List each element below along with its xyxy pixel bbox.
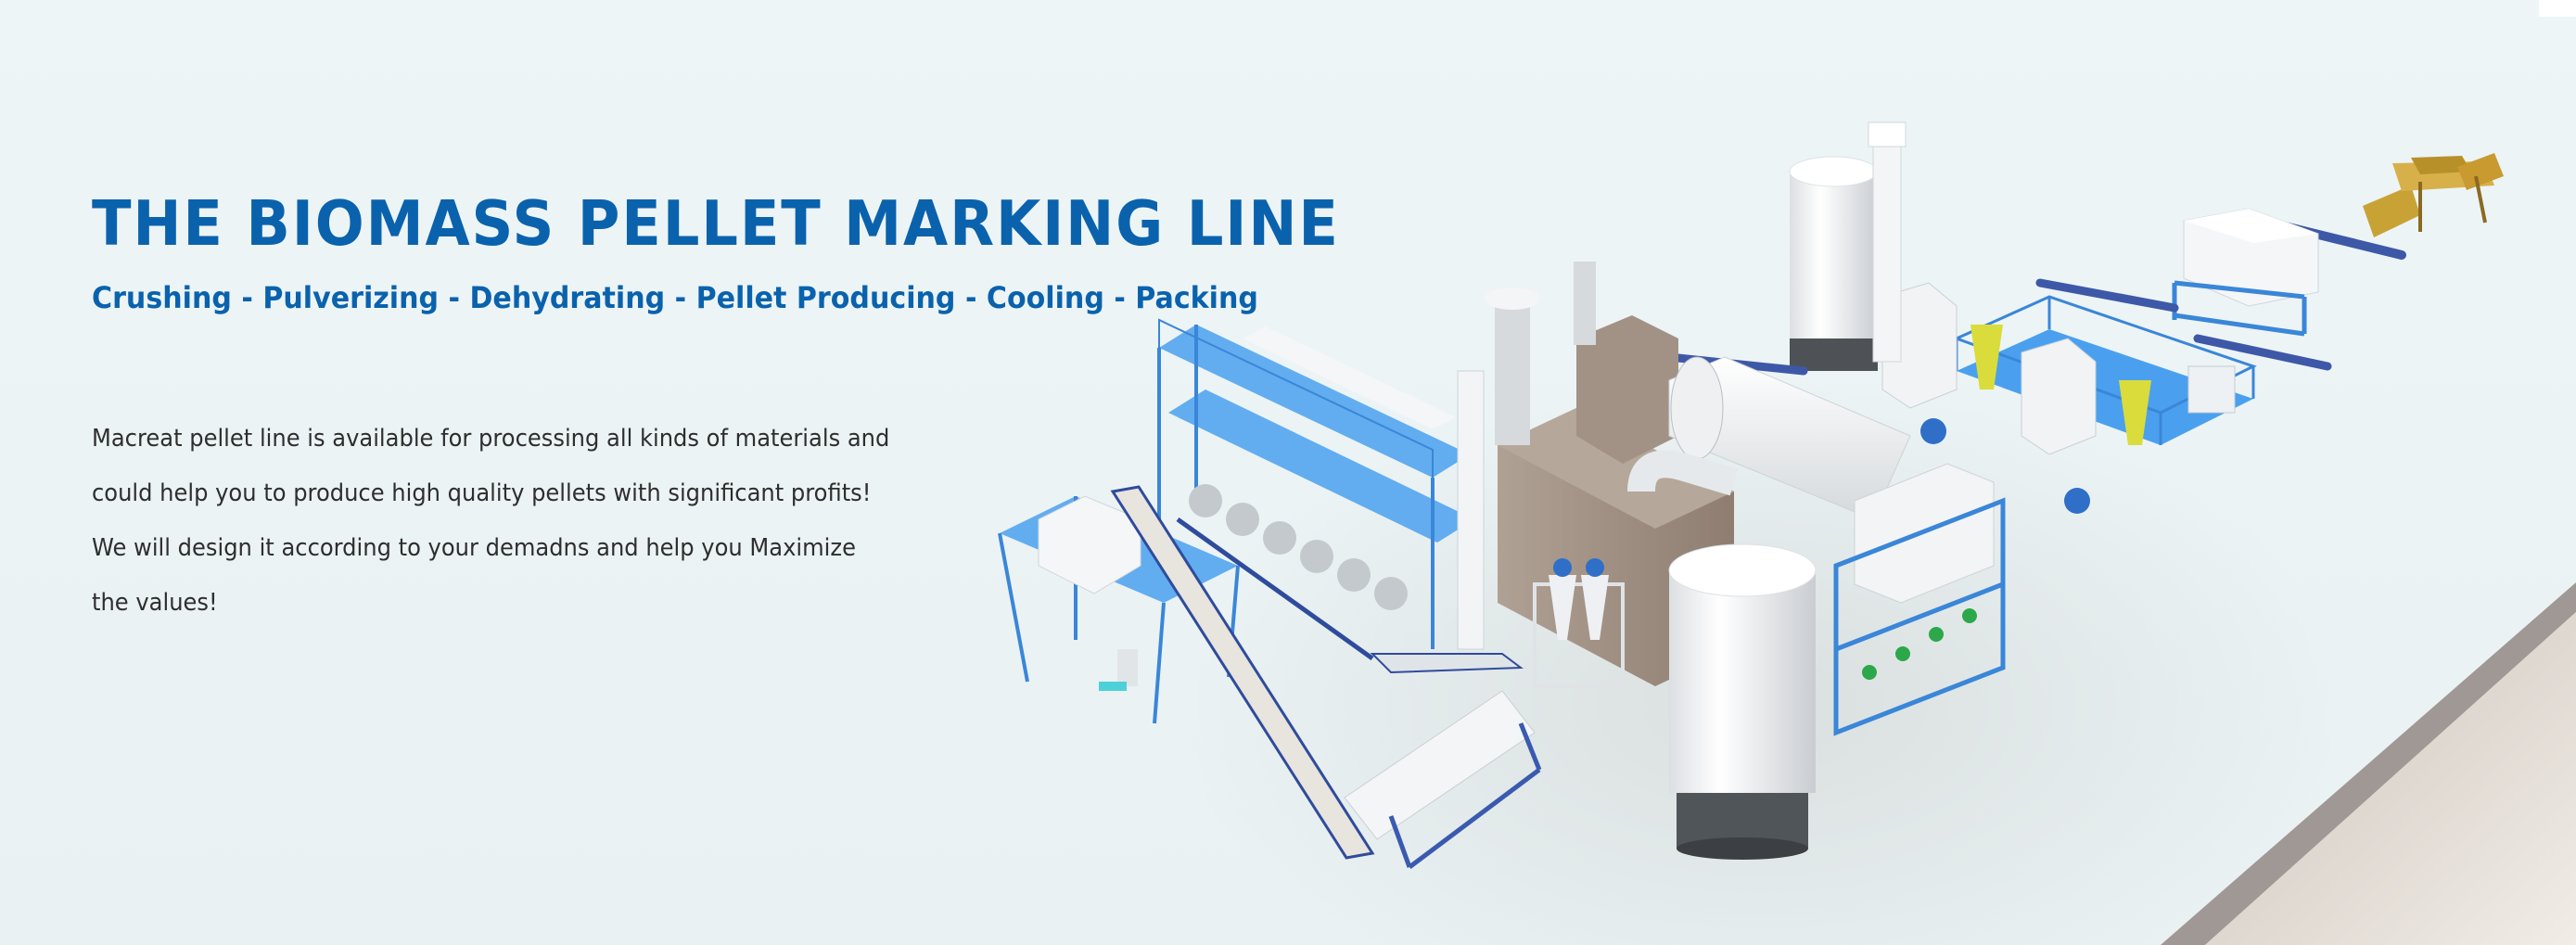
bin-conveyor-lower — [2193, 334, 2332, 371]
hero-subtitle-process-steps: Crushing - Pulverizing - Dehydrating - P… — [92, 280, 1258, 315]
pellet-mill-platform — [1157, 318, 1474, 661]
hero-title: THE BIOMASS PELLET MARKING LINE — [92, 187, 1340, 260]
chimney — [1495, 306, 1530, 445]
description-line: Macreat pellet line is available for pro… — [92, 425, 890, 453]
vibrating-screen — [1344, 690, 1542, 869]
floor-plinth — [2161, 582, 2576, 945]
hero-description: Macreat pellet line is available for pro… — [92, 412, 920, 631]
chimney — [1574, 262, 1596, 345]
description-line: We will design it according to your dema… — [92, 534, 856, 562]
counterflow-cooler-silo — [1668, 543, 1817, 860]
description-line: the values! — [92, 589, 218, 617]
inclined-belt-conveyor — [1110, 485, 1375, 860]
bin-conveyor-upper — [2035, 278, 2179, 313]
pellet-mills — [1189, 484, 1408, 610]
screen-feed-conveyor — [1370, 653, 1524, 674]
wood-crusher — [2363, 153, 2504, 237]
description-line: could help you to produce high quality p… — [92, 479, 872, 507]
raw-material-bin — [2172, 208, 2319, 337]
small-cyclones — [1533, 558, 1625, 688]
bucket-elevator — [1457, 370, 1485, 650]
rotary-drum-dryer — [1627, 356, 1911, 520]
corner-widget — [2539, 0, 2576, 17]
storage-silo — [1789, 156, 1878, 371]
cyclone-separators — [1970, 325, 2151, 445]
fan-motor — [1920, 418, 1946, 444]
multi-cyclone-group — [1833, 463, 2006, 736]
bucket-elevator — [1868, 121, 1906, 363]
fan-motor — [2064, 488, 2090, 514]
